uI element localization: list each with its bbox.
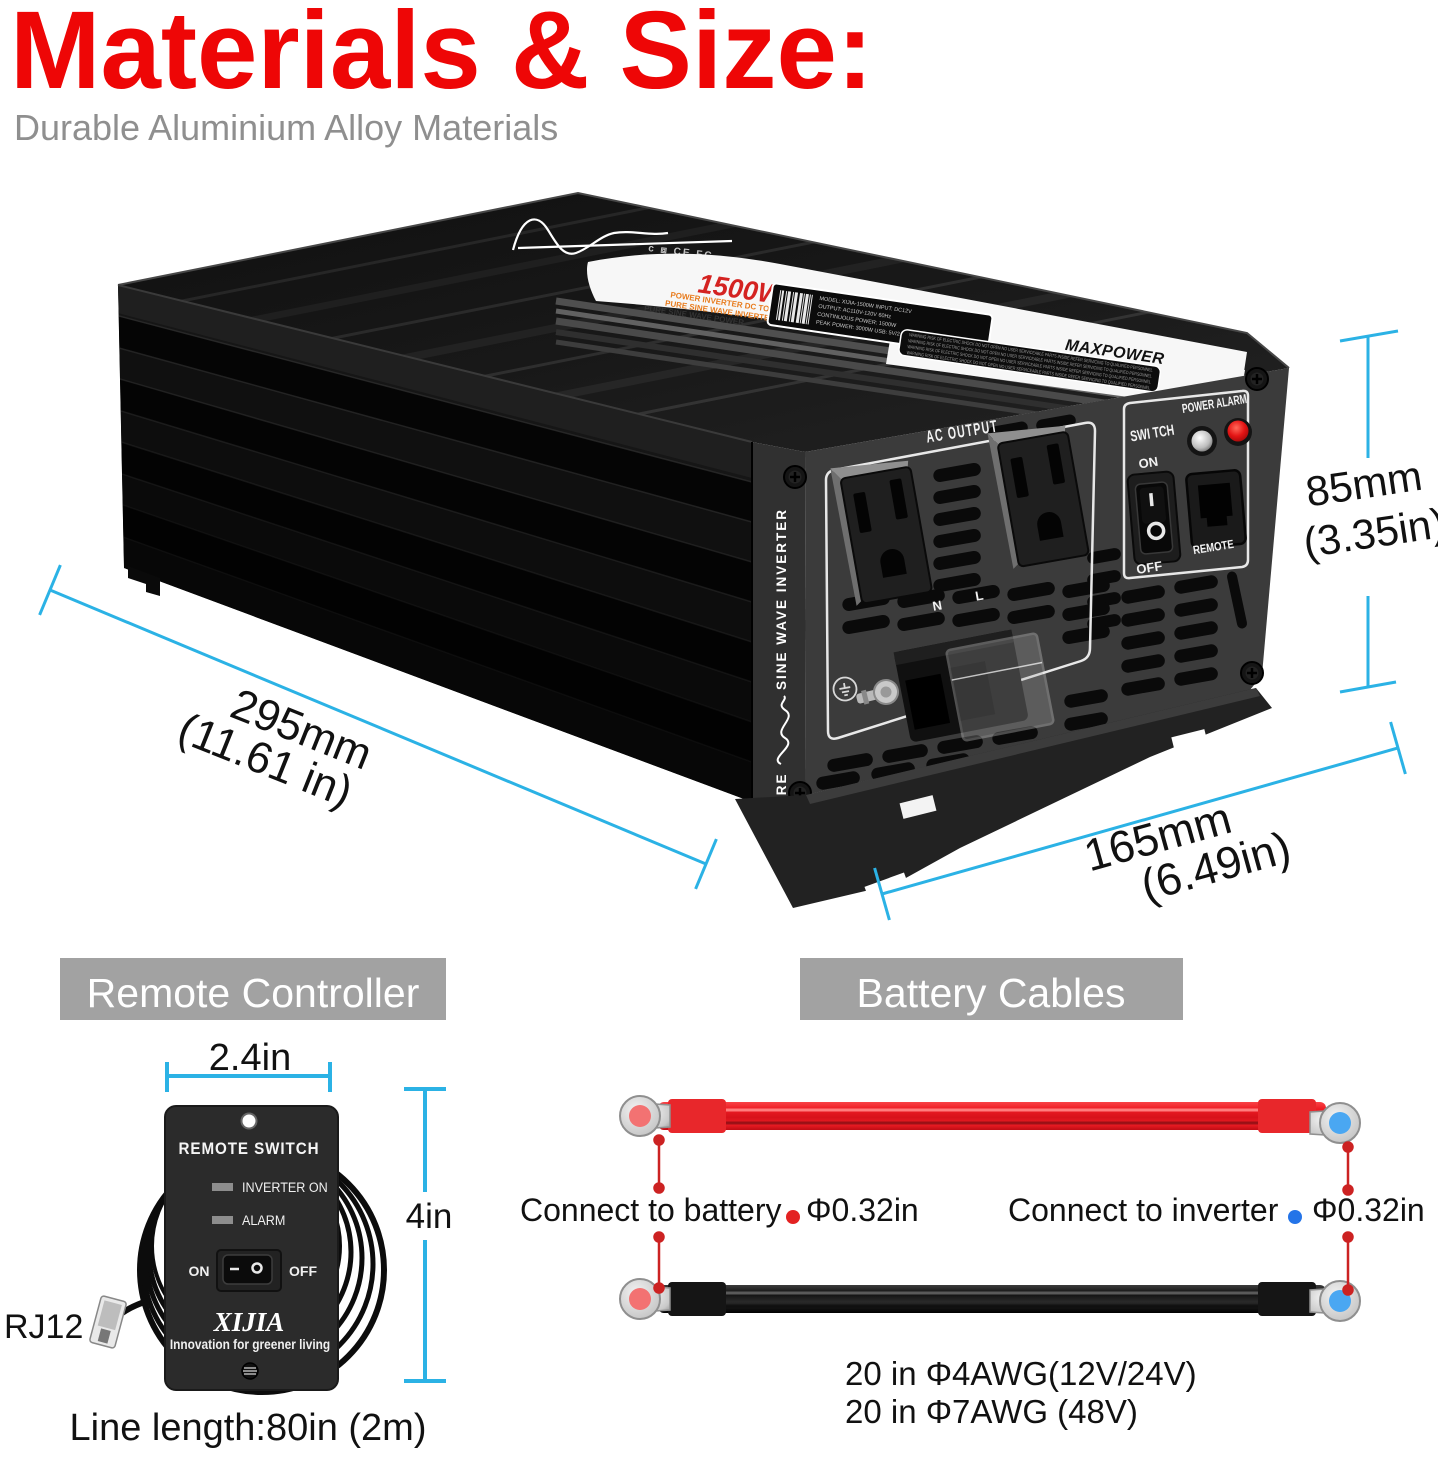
svg-text:Line length:80in (2m): Line length:80in (2m) (70, 1407, 427, 1449)
svg-text:Innovation for greener living: Innovation for greener living (170, 1336, 330, 1352)
svg-text:Remote Controller: Remote Controller (87, 970, 420, 1016)
svg-text:REMOTE: REMOTE (1192, 538, 1235, 558)
svg-text:ALARM: ALARM (242, 1212, 285, 1228)
svg-text:RJ12: RJ12 (4, 1308, 83, 1346)
svg-text:Φ0.32in: Φ0.32in (1312, 1192, 1425, 1228)
svg-text:Battery Cables: Battery Cables (857, 970, 1126, 1016)
svg-text:Durable Aluminium Alloy Materi: Durable Aluminium Alloy Materials (14, 107, 558, 148)
svg-text:2.4in: 2.4in (209, 1037, 291, 1079)
svg-text:XIJIA: XIJIA (213, 1307, 285, 1337)
svg-text:OFF: OFF (289, 1263, 317, 1279)
svg-text:INVERTER ON: INVERTER ON (242, 1179, 328, 1195)
svg-text:SINE WAVE INVERTER: SINE WAVE INVERTER (774, 508, 789, 690)
svg-text:ON: ON (1137, 454, 1159, 472)
svg-text:Materials & Size:: Materials & Size: (10, 0, 873, 112)
svg-text:20 in Φ7AWG (48V): 20 in Φ7AWG (48V) (845, 1393, 1138, 1430)
svg-text:L: L (974, 587, 984, 603)
svg-text:OFF: OFF (1135, 558, 1163, 577)
svg-text:Connect to battery: Connect to battery (520, 1192, 781, 1228)
svg-text:N: N (931, 597, 943, 613)
svg-text:REMOTE SWITCH: REMOTE SWITCH (179, 1140, 320, 1158)
svg-text:ON: ON (189, 1263, 210, 1279)
svg-text:20 in Φ4AWG(12V/24V): 20 in Φ4AWG(12V/24V) (845, 1355, 1197, 1392)
svg-text:Connect to inverter: Connect to inverter (1008, 1192, 1279, 1228)
svg-text:4in: 4in (406, 1197, 453, 1236)
svg-text:Φ0.32in: Φ0.32in (806, 1192, 919, 1228)
